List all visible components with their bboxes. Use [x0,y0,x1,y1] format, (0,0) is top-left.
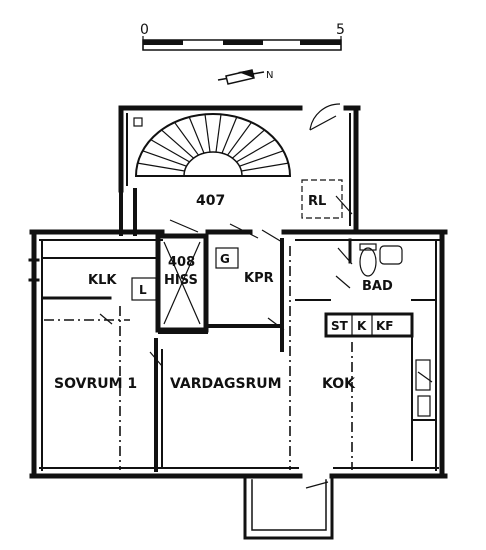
stair-tread [221,116,238,154]
room-label-kpr: KPR [244,271,274,286]
stair-tread [150,139,190,163]
room-label-407: 407 [196,193,225,209]
stair-tread [227,121,252,156]
stair-tread [241,162,289,172]
balcony [243,474,334,540]
stair-tread [188,116,205,154]
scale-bar: 0 5 [140,22,345,51]
room-label-l: L [139,283,147,297]
stair-tread [137,162,185,172]
stair-tread [232,129,265,159]
stair-block-walls [118,105,361,236]
interior-walls [42,233,437,472]
stair-tread [161,129,194,159]
scale-start-label: 0 [140,22,149,38]
stair-tread [142,150,187,167]
room-labels: 407 RL KLK L 408 HISS G KPR BAD ST K KF … [54,193,394,392]
toilet-icon [359,243,377,277]
stair-tread [204,114,211,153]
stair-tread [174,121,199,156]
room-label-kf: KF [376,319,394,333]
room-label-k: K [357,319,367,333]
room-label-hiss: HISS [164,273,198,288]
room-label-sovrum: SOVRUM 1 [54,376,137,392]
door-swings [99,219,433,489]
room-label-st: ST [331,319,349,333]
room-label-408: 408 [168,255,195,270]
room-label-klk: KLK [88,273,117,288]
door-swing-icon [309,103,341,131]
room-label-g: G [220,252,230,266]
north-arrow-icon: N [217,69,273,85]
scale-end-label: 5 [336,22,345,38]
north-label: N [266,70,273,81]
spiral-stair-icon [134,113,292,177]
room-label-kok: KOK [322,376,356,392]
rl-box [301,179,343,219]
stair-tread [215,114,222,153]
room-label-rl: RL [308,194,326,209]
sink-icon [379,245,403,265]
room-label-bad: BAD [362,279,393,294]
room-label-vardagsrum: VARDAGSRUM [170,376,282,392]
stair-tread [239,150,284,167]
stair-tread [236,139,276,163]
apartment-walls [28,229,448,479]
